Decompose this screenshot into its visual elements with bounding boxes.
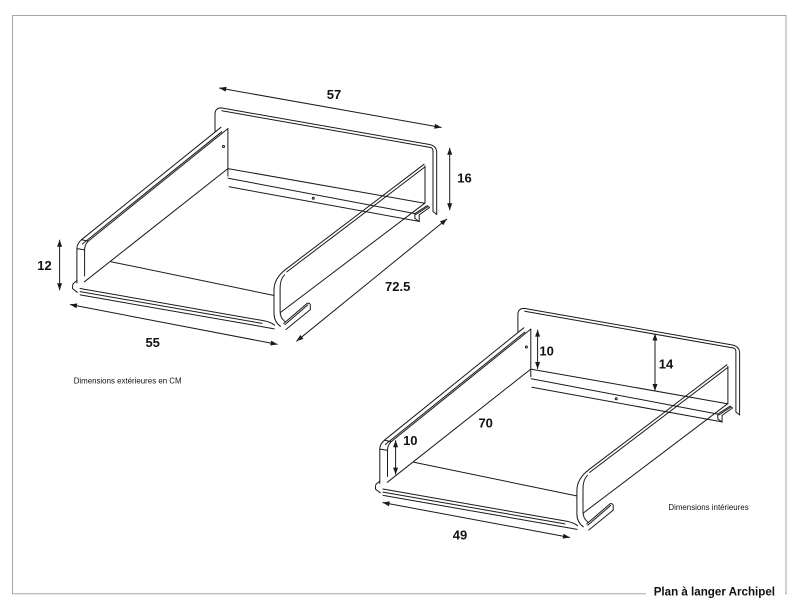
- svg-text:10: 10: [403, 433, 417, 448]
- svg-text:55: 55: [145, 335, 159, 350]
- svg-text:16: 16: [457, 171, 471, 186]
- svg-text:10: 10: [539, 344, 553, 359]
- svg-text:49: 49: [453, 528, 467, 543]
- svg-text:14: 14: [659, 357, 674, 372]
- svg-text:Plan à langer Archipel: Plan à langer Archipel: [654, 586, 775, 599]
- svg-text:12: 12: [37, 258, 51, 273]
- svg-text:Dimensions intérieures: Dimensions intérieures: [668, 503, 748, 512]
- svg-text:70: 70: [478, 416, 492, 431]
- svg-text:72.5: 72.5: [385, 279, 410, 294]
- svg-text:57: 57: [327, 87, 341, 102]
- svg-text:Dimensions extérieures en CM: Dimensions extérieures en CM: [74, 377, 182, 386]
